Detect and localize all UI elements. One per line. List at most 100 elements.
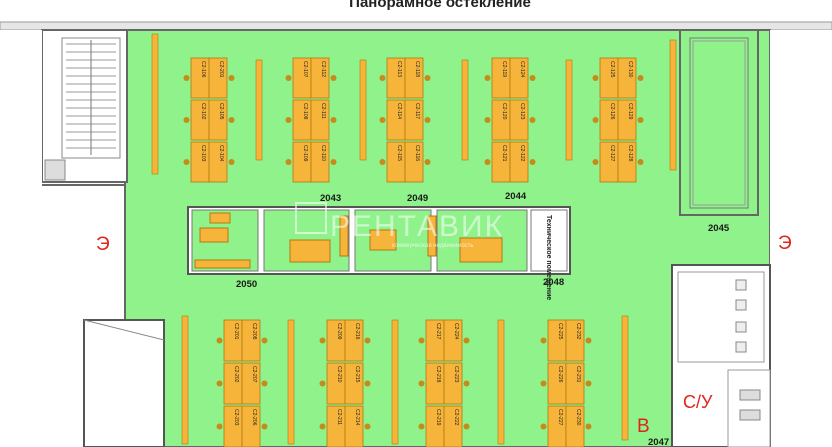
desk-label: С2-201: [218, 61, 224, 78]
desk-label: С2-113: [396, 61, 402, 77]
desk: [344, 319, 364, 362]
desk-label: С2-117: [414, 103, 420, 119]
chair-icon: [463, 380, 470, 387]
meeting-rooms-block: [187, 206, 571, 275]
right-outer-wall: [770, 30, 832, 447]
room-number: 2045: [708, 223, 730, 234]
left-outer-wall: [0, 30, 42, 447]
chair-icon: [418, 380, 425, 387]
desk: [617, 99, 637, 141]
desk-label: С2-122: [519, 145, 525, 162]
chair-icon: [484, 159, 491, 165]
chair-icon: [285, 159, 292, 165]
desk-label: С2-105: [218, 103, 224, 120]
chair-icon: [585, 423, 592, 430]
desk-label: С2-112: [320, 61, 326, 77]
chair-icon: [285, 75, 292, 81]
chair-icon: [261, 423, 268, 430]
chair-icon: [364, 423, 371, 430]
chair-icon: [637, 159, 644, 165]
storage-cabinet: [497, 319, 505, 445]
desk-label: С2-206: [251, 409, 257, 426]
chair-icon: [319, 423, 326, 430]
storage-cabinet: [359, 59, 367, 161]
chair-icon: [330, 159, 337, 165]
chair-icon: [228, 159, 235, 165]
desk-label: С2-111: [320, 103, 326, 119]
desk-label: С2-110: [320, 145, 326, 161]
desk: [565, 319, 585, 362]
chair-icon: [228, 117, 235, 123]
desk: [617, 141, 637, 183]
desk: [565, 405, 585, 447]
desk: [404, 141, 424, 183]
chair-icon: [183, 117, 190, 123]
desk: [208, 99, 228, 141]
chair-icon: [424, 117, 431, 123]
chair-icon: [540, 423, 547, 430]
chair-icon: [319, 380, 326, 387]
desk-label: С2-222: [453, 409, 459, 426]
desk-label: С2-129: [627, 103, 633, 120]
chair-icon: [330, 117, 337, 123]
storage-cabinet: [181, 315, 189, 445]
desk-label: С2-109: [302, 145, 308, 162]
desk: [443, 362, 463, 405]
chair-icon: [592, 159, 599, 165]
desk: [509, 141, 529, 183]
desk: [208, 57, 228, 99]
desk-label: С2-215: [354, 366, 360, 383]
chair-icon: [592, 117, 599, 123]
watermark-text: РЕНТАВИК: [330, 210, 504, 243]
desk-label: С2-130: [627, 61, 633, 78]
desk-label: С2-106: [200, 61, 206, 78]
exit-right-label: Э: [778, 233, 792, 254]
chair-icon: [418, 423, 425, 430]
desk-label: С2-118: [414, 61, 420, 77]
desk-label: С2-224: [453, 323, 459, 340]
desk-label: С2-219: [435, 409, 441, 426]
tech-room-label: Техническое помещение: [545, 215, 552, 300]
desk-label: С2-124: [519, 61, 525, 78]
chair-icon: [216, 380, 223, 387]
chair-icon: [540, 380, 547, 387]
desk: [344, 405, 364, 447]
chair-icon: [529, 117, 536, 123]
room-number: 2043: [320, 193, 341, 204]
desk: [509, 57, 529, 99]
chair-icon: [261, 380, 268, 387]
chair-icon: [216, 423, 223, 430]
chair-icon: [585, 380, 592, 387]
room-2045: [679, 29, 759, 216]
chair-icon: [364, 337, 371, 344]
chair-icon: [183, 159, 190, 165]
storage-cabinet: [621, 315, 629, 441]
room-number: 2050: [236, 279, 257, 290]
storage-cabinet: [151, 33, 159, 175]
watermark-logo: РЕНТАВИК коммерческая недвижимость: [295, 202, 504, 249]
wc-label: С/У: [683, 392, 713, 412]
chair-icon: [529, 159, 536, 165]
chair-icon: [330, 75, 337, 81]
desk-label: С2-201: [233, 323, 239, 340]
room-number: 2048: [543, 277, 564, 288]
desk: [404, 99, 424, 141]
desk-label: С2-207: [251, 366, 257, 383]
desk: [404, 57, 424, 99]
chair-icon: [216, 337, 223, 344]
chair-icon: [529, 75, 536, 81]
chair-icon: [637, 75, 644, 81]
chair-icon: [319, 337, 326, 344]
desk: [310, 57, 330, 99]
chair-icon: [228, 75, 235, 81]
desk-label: С2-225: [557, 323, 563, 340]
desk-label: С2-120: [501, 103, 507, 120]
chair-icon: [484, 75, 491, 81]
desk-label: С2-223: [453, 366, 459, 383]
stairwell: [41, 29, 128, 183]
